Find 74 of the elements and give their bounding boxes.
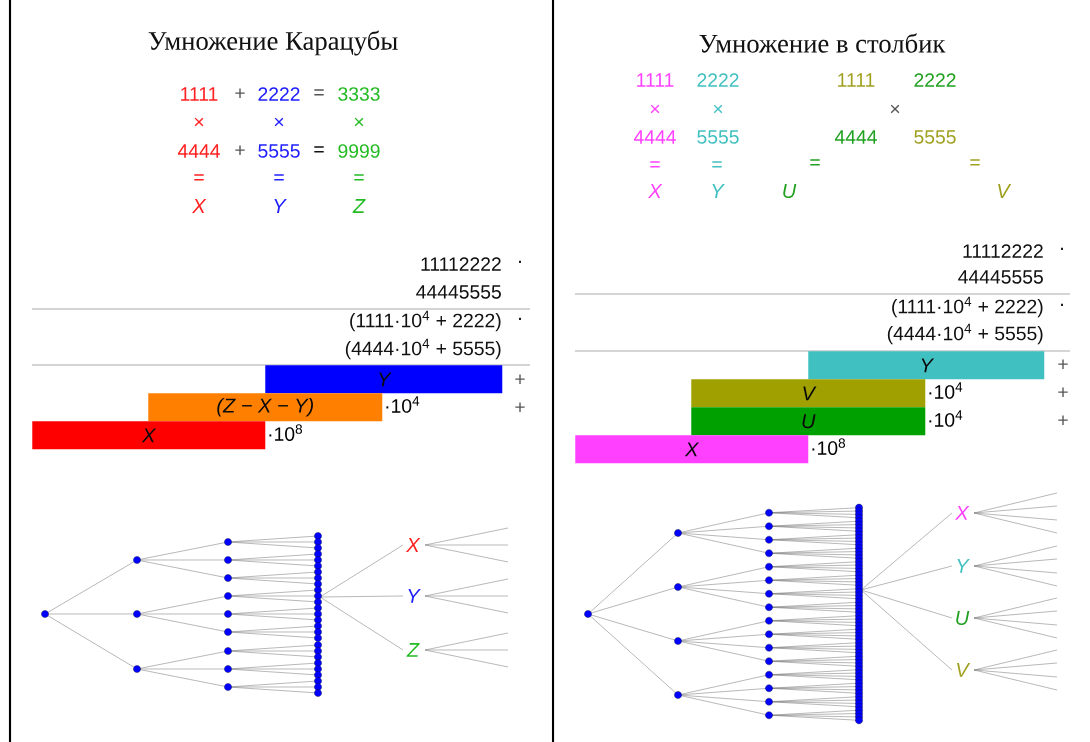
term-bar: V [691,379,926,408]
term-bar: Y [265,365,503,394]
product-term: (1111·10$^{4}$ + 2222) [350,310,501,332]
number: 1111 [838,73,875,87]
operator-sign: = [712,161,722,168]
power-factor: ·10$^{4}$ [386,396,420,413]
operator-sign: · [1061,247,1063,250]
product-term: (1111·10$^{4}$ + 2222) [892,296,1043,318]
number: 4444 [633,130,676,144]
operator-sign: = [354,174,364,181]
variable-label: Y [957,559,970,573]
operator-sign: = [970,159,980,166]
variable-label: Y [408,589,421,603]
variable-label: Y [712,184,725,198]
number: 5555 [697,130,739,144]
variable-label: X [954,506,970,520]
variable-label: Y [274,199,287,213]
operator-sign: · [519,260,521,263]
power-factor: ·10$^{8}$ [269,424,302,441]
variable-label: V [998,184,1012,198]
operator-sign: × [354,117,364,127]
operator-sign: = [314,89,324,96]
operator-sign: × [713,104,723,114]
variable-label: V [957,663,971,677]
number: 11112222 [963,244,1043,258]
number: 44445555 [416,285,501,299]
number: 9999 [338,144,380,158]
variable-label: Z [406,643,420,657]
number: 5555 [258,144,300,158]
power-factor: ·10$^{4}$ [929,410,963,427]
operator-sign: + [235,88,245,98]
term-bar: X [575,435,809,464]
number: 11112222 [421,257,501,271]
variable-label: U [956,611,970,625]
number: 5555 [914,130,956,144]
operator-sign: × [194,117,204,127]
number: 4444 [834,130,877,144]
operator-sign: + [235,145,245,155]
variable-label: X [405,538,421,552]
operator-sign: = [810,159,820,166]
product-term: (4444·10$^{4}$ + 5555) [887,323,1043,345]
number: 3333 [338,87,380,101]
number: 4444 [177,144,220,158]
operator-sign: + [1058,415,1068,425]
operator-sign: × [890,104,900,114]
panel-title: Умножение в столбик [699,33,946,53]
panel-title: Умножение Карацубы [148,30,398,56]
product-term: (4444·10$^{4}$ + 5555) [345,338,501,360]
term-bar: (Z − X − Y) [148,393,383,422]
operator-sign: = [194,174,204,181]
number: 44445555 [958,270,1043,284]
number: 2222 [697,73,739,87]
operator-sign: · [519,317,521,320]
operator-sign: × [274,117,284,127]
number: 2222 [258,87,300,101]
variable-label: U [783,184,797,198]
operator-sign: = [650,161,660,168]
term-bar: U [691,407,926,436]
term-bar: Y [808,351,1045,380]
number: 2222 [914,73,956,87]
variable-label: X [647,184,663,198]
operator-sign: + [515,402,525,412]
operator-sign: = [314,146,324,153]
operator-sign: · [1061,303,1063,306]
variable-label: X [191,199,207,213]
operator-sign: + [1058,387,1068,397]
variable-label: Z [352,199,366,213]
power-factor: ·10$^{8}$ [812,438,845,455]
operator-sign: = [274,174,284,181]
operator-sign: × [650,104,660,114]
term-bar: X [32,421,266,450]
number: 1111 [181,87,218,101]
number: 1111 [637,73,674,87]
power-factor: ·10$^{4}$ [929,382,963,399]
